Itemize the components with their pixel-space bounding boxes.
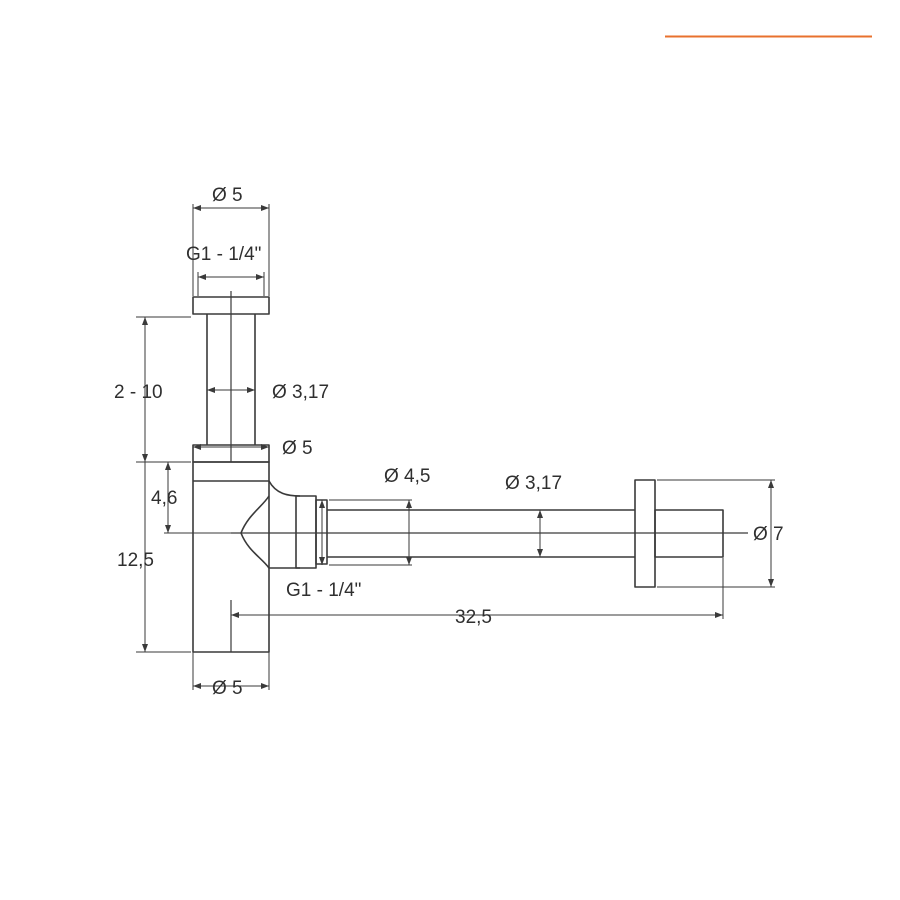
- label-tail-length: 2 - 10: [114, 382, 163, 403]
- label-outlet-thread: G1 - 1/4": [286, 580, 361, 601]
- label-pipe-diameter: Ø 3,17: [505, 473, 562, 494]
- label-rosette-diameter: Ø 7: [753, 524, 784, 545]
- label-nut-diameter: Ø 4,5: [384, 466, 430, 487]
- label-top-thread: G1 - 1/4": [186, 244, 261, 265]
- label-outlet-length: 32,5: [455, 607, 492, 628]
- elbow: [240, 495, 270, 569]
- label-total-height: 12,5: [117, 550, 154, 571]
- label-body-top-diameter: Ø 5: [282, 438, 313, 459]
- label-body-bottom-diameter: Ø 5: [212, 678, 243, 699]
- outlet-nut: [295, 495, 317, 569]
- label-tail-diameter: Ø 3,17: [272, 382, 329, 403]
- wall-sleeve: [654, 509, 724, 558]
- bottle-trap: [192, 291, 748, 653]
- label-top-outer-diameter: Ø 5: [212, 185, 243, 206]
- label-outlet-height: 4,6: [151, 488, 177, 509]
- dimensions: [136, 204, 775, 690]
